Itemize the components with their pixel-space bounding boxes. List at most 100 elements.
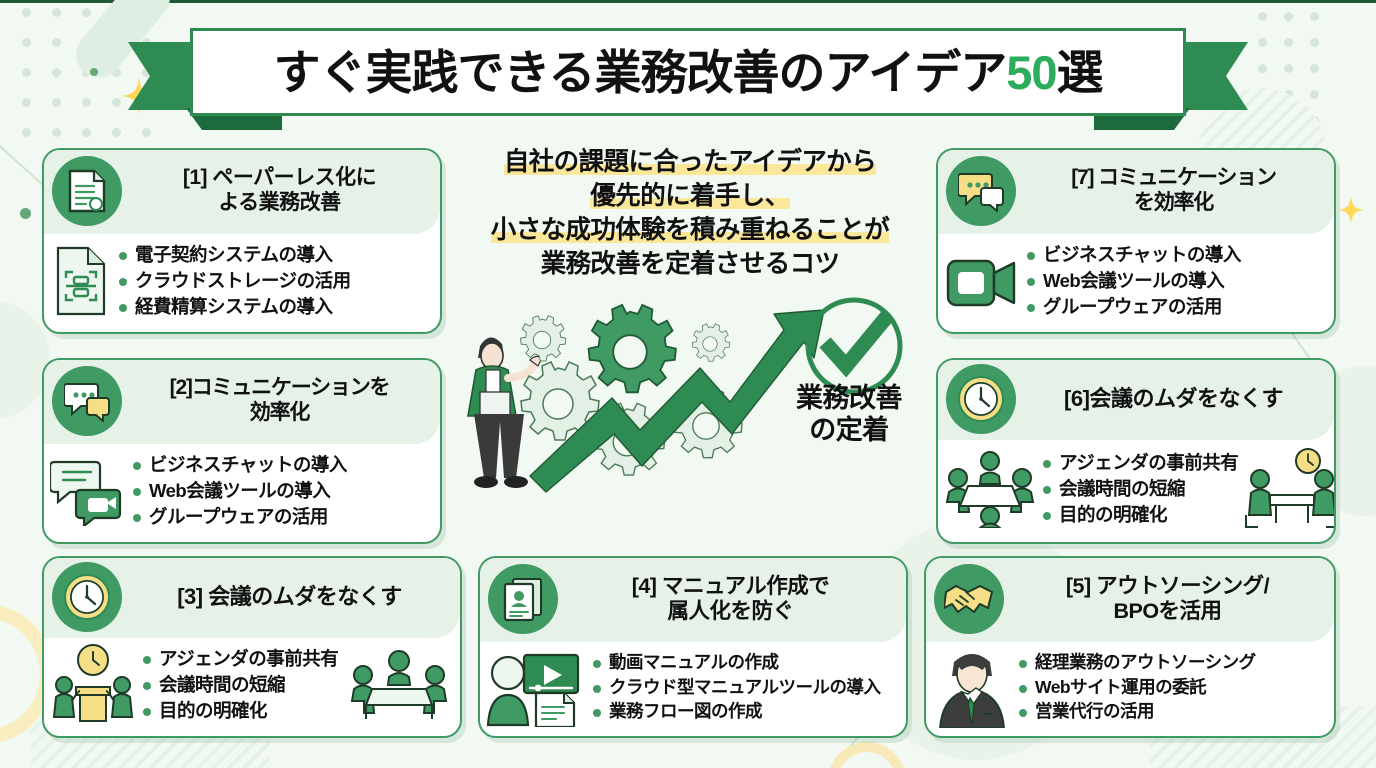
person-figure xyxy=(467,337,543,488)
gear-pale-5 xyxy=(691,322,731,362)
card-7-communication[interactable]: [7] コミュニケーションを効率化 ビジネスチャットの導入 Web会議ツールの導… xyxy=(936,148,1336,334)
page-title-tail: 選 xyxy=(1056,45,1104,99)
scan-document-icon xyxy=(50,244,112,318)
card-7-body: ビジネスチャットの導入 Web会議ツールの導入 グループウェアの活用 xyxy=(938,234,1334,332)
card-4-manual[interactable]: [4] マニュアル作成で属人化を防ぐ 動画マニュアルの作成 クラウド型マニュアル… xyxy=(478,556,908,738)
card-3-title: [3] 会議のムダをなくす xyxy=(177,584,402,610)
yellow-ring-bottom-center xyxy=(828,742,906,768)
businessman-icon xyxy=(932,646,1012,728)
card-3-header: [3] 会議のムダをなくす xyxy=(44,558,460,638)
list-item: 経理業務のアウトソーシング xyxy=(1018,650,1326,675)
podium-meeting-icon xyxy=(50,643,136,727)
scene-caption-line2: の定着 xyxy=(809,415,889,446)
card-6-header: [6]会議のムダをなくす xyxy=(938,360,1334,440)
card-1-title: [1] ペーパーレス化による業務改善 xyxy=(182,166,377,214)
video-manual-icon xyxy=(486,647,586,727)
card-1-list: 電子契約システムの導入 クラウドストレージの活用 経費精算システムの導入 xyxy=(112,242,432,321)
card-3-body: アジェンダの事前共有 会議時間の短縮 目的の明確化 xyxy=(44,638,460,736)
sparkle-icon-right xyxy=(1338,196,1364,224)
dot-grid-top-left xyxy=(22,8,162,148)
ribbon-tail-left xyxy=(128,42,198,110)
center-illustration: 業務改善 の定着 xyxy=(462,294,918,494)
list-item: 目的の明確化 xyxy=(142,698,344,724)
card-2-title: [2]コミュニケーションを効率化 xyxy=(169,376,391,424)
list-item: 業務フロー図の作成 xyxy=(592,699,898,724)
card-7-header: [7] コミュニケーションを効率化 xyxy=(938,150,1334,234)
list-item: 動画マニュアルの作成 xyxy=(592,650,898,675)
meeting-table-icon xyxy=(346,647,452,723)
list-item: グループウェアの活用 xyxy=(132,504,432,530)
card-4-list: 動画マニュアルの作成 クラウド型マニュアルツールの導入 業務フロー図の作成 xyxy=(586,650,898,725)
handshake-icon xyxy=(934,564,1004,634)
chat-bubbles-icon xyxy=(946,156,1016,226)
center-column: 自社の課題に合ったアイデアから 優先的に着手し、 小さな成功体験を積み重ねること… xyxy=(462,146,918,494)
page-title-main: すぐ実践できる業務改善のアイデア xyxy=(273,45,1008,99)
list-item: 電子契約システムの導入 xyxy=(118,242,432,268)
page-title: すぐ実践できる業務改善のアイデア50選 xyxy=(273,45,1104,99)
list-item: グループウェアの活用 xyxy=(1026,294,1326,320)
card-5-outsourcing[interactable]: [5] アウトソーシング/BPOを活用 経理業務のアウトソーシング Webサイト… xyxy=(924,556,1336,738)
chat-bubbles-icon xyxy=(52,366,122,436)
list-item: 経費精算システムの導入 xyxy=(118,294,432,320)
card-1-body: 電子契約システムの導入 クラウドストレージの活用 経費精算システムの導入 xyxy=(44,234,440,332)
card-7-list: ビジネスチャットの導入 Web会議ツールの導入 グループウェアの活用 xyxy=(1020,242,1326,321)
list-item: 営業代行の活用 xyxy=(1018,699,1326,724)
manual-person-icon xyxy=(488,564,558,634)
card-1-paperless[interactable]: [1] ペーパーレス化による業務改善 電子契約システムの導入 クラウドストレージ… xyxy=(42,148,442,334)
check-circle-icon xyxy=(805,297,903,395)
top-rule xyxy=(0,0,1376,3)
improvement-scene-svg xyxy=(467,297,903,493)
card-4-header: [4] マニュアル作成で属人化を防ぐ xyxy=(480,558,906,642)
meeting-group-icon xyxy=(944,450,1036,528)
list-item: アジェンダの事前共有 xyxy=(142,646,344,672)
lead-line-4: 業務改善を定着させるコツ xyxy=(540,249,840,278)
list-item: ビジネスチャットの導入 xyxy=(132,452,432,478)
card-5-body: 経理業務のアウトソーシング Webサイト運用の委託 営業代行の活用 xyxy=(926,642,1334,736)
list-item: ビジネスチャットの導入 xyxy=(1026,242,1326,268)
gear-pale-1 xyxy=(520,360,600,441)
card-2-header: [2]コミュニケーションを効率化 xyxy=(44,360,440,444)
chat-video-icon xyxy=(50,456,126,526)
card-5-title: [5] アウトソーシング/BPOを活用 xyxy=(1065,573,1270,623)
card-2-communication[interactable]: [2]コミュニケーションを効率化 ビジネスチャットの導入 Web会議ツールの導入… xyxy=(42,358,442,544)
two-people-table-icon xyxy=(1240,447,1334,531)
card-1-header: [1] ペーパーレス化による業務改善 xyxy=(44,150,440,234)
lead-line-3: 小さな成功体験を積み重ねることが xyxy=(490,215,890,244)
accent-dot-mid xyxy=(20,208,31,219)
growth-arrow xyxy=(529,308,825,493)
card-6-body: アジェンダの事前共有 会議時間の短縮 目的の明確化 xyxy=(938,440,1334,542)
card-6-title: [6]会議のムダをなくす xyxy=(1064,386,1283,412)
card-3-list: アジェンダの事前共有 会議時間の短縮 目的の明確化 xyxy=(136,646,344,725)
lead-line-1: 自社の課題に合ったアイデアから xyxy=(503,148,877,176)
title-ribbon: すぐ実践できる業務改善のアイデア50選 xyxy=(128,28,1186,130)
lead-line-2: 優先的に着手し、 xyxy=(590,181,790,210)
card-4-title: [4] マニュアル作成で属人化を防ぐ xyxy=(631,573,830,623)
title-plate: すぐ実践できる業務改善のアイデア50選 xyxy=(190,28,1186,116)
list-item: Web会議ツールの導入 xyxy=(132,478,432,504)
document-icon xyxy=(52,156,122,226)
gear-pale-2 xyxy=(520,314,567,361)
list-item: Web会議ツールの導入 xyxy=(1026,268,1326,294)
list-item: 会議時間の短縮 xyxy=(1042,476,1238,502)
card-6-meetings[interactable]: [6]会議のムダをなくす アジェンダの事前共有 会議時間の短縮 目的の明確化 xyxy=(936,358,1336,544)
ribbon-tail-right xyxy=(1178,42,1248,110)
video-camera-icon xyxy=(944,251,1020,311)
clock-icon xyxy=(52,562,122,632)
card-2-body: ビジネスチャットの導入 Web会議ツールの導入 グループウェアの活用 xyxy=(44,444,440,542)
card-6-list: アジェンダの事前共有 会議時間の短縮 目的の明確化 xyxy=(1036,450,1239,529)
card-5-list: 経理業務のアウトソーシング Webサイト運用の委託 営業代行の活用 xyxy=(1012,650,1326,725)
scene-caption: 業務改善 の定着 xyxy=(774,382,924,447)
center-lead-text: 自社の課題に合ったアイデアから 優先的に着手し、 小さな成功体験を積み重ねること… xyxy=(462,146,918,282)
clock-icon xyxy=(946,364,1016,434)
list-item: クラウドストレージの活用 xyxy=(118,268,432,294)
card-4-body: 動画マニュアルの作成 クラウド型マニュアルツールの導入 業務フロー図の作成 xyxy=(480,642,906,736)
list-item: Webサイト運用の委託 xyxy=(1018,675,1326,700)
card-2-list: ビジネスチャットの導入 Web会議ツールの導入 グループウェアの活用 xyxy=(126,452,432,531)
list-item: アジェンダの事前共有 xyxy=(1042,450,1239,476)
scene-caption-line1: 業務改善 xyxy=(796,382,903,413)
card-3-meetings[interactable]: [3] 会議のムダをなくす アジェンダの事前共有 会議時間の短縮 目的の明確化 xyxy=(42,556,462,738)
dot-grid-top-right xyxy=(1258,12,1368,125)
gear-green-main xyxy=(587,303,677,393)
page-title-count: 50 xyxy=(1006,45,1057,99)
list-item: クラウド型マニュアルツールの導入 xyxy=(592,675,898,700)
